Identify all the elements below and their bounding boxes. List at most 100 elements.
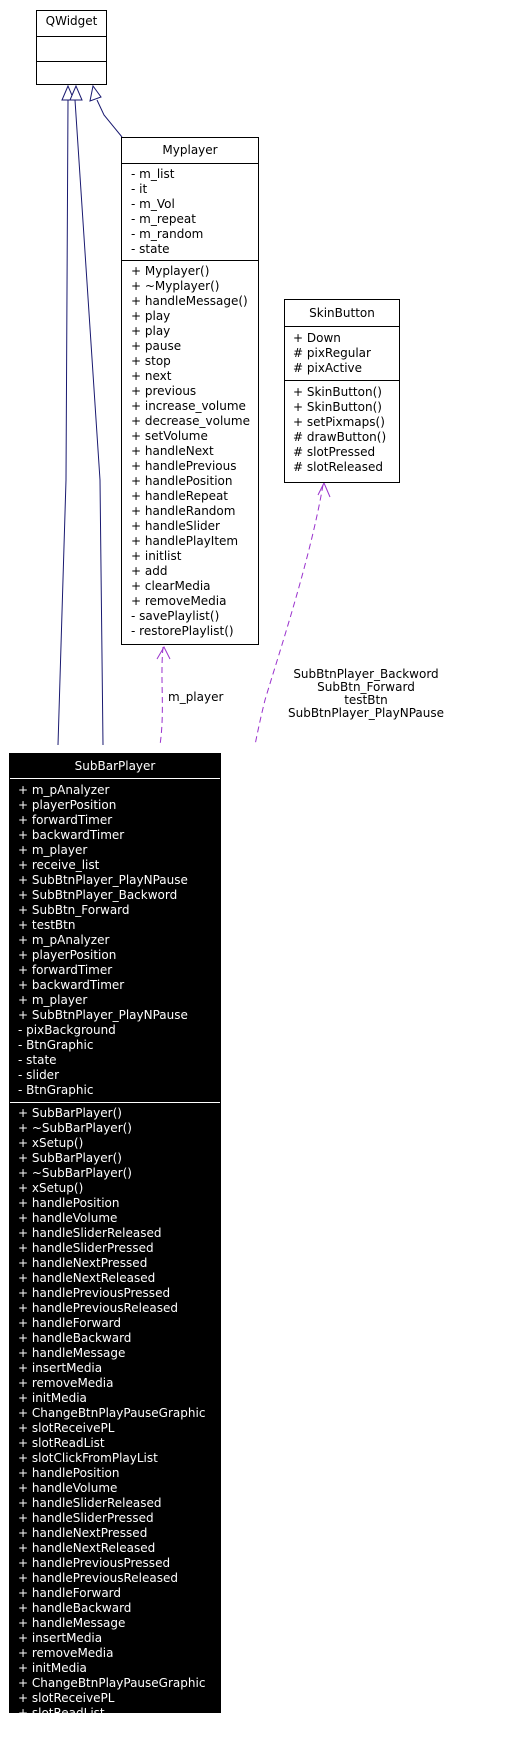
- method-row: + handlePosition: [18, 1466, 120, 1480]
- method-row: + handleForward: [18, 1586, 122, 1600]
- method-row: + removeMedia: [131, 594, 227, 608]
- method-row: + setVolume: [131, 429, 208, 443]
- usage-line-skinbutton: [254, 484, 324, 746]
- method-row: + ChangeBtnPlayPauseGraphic: [18, 1676, 206, 1690]
- method-row: + slotReadList: [18, 1706, 105, 1720]
- method-row: + slotClickFromPlayList: [18, 1721, 158, 1735]
- attribute-row: - m_random: [131, 227, 204, 241]
- method-row: + SkinButton(): [293, 385, 382, 399]
- method-row: + handleSliderPressed: [18, 1241, 154, 1255]
- attribute-row: + Down: [293, 331, 341, 345]
- method-row: + handleBackward: [18, 1331, 132, 1345]
- method-row: + handleNextReleased: [18, 1271, 156, 1285]
- method-row: + handleRepeat: [131, 489, 229, 503]
- attribute-row: + m_player: [18, 993, 88, 1007]
- class-title: SubBarPlayer: [74, 759, 156, 773]
- attribute-row: + backwardTimer: [18, 828, 125, 842]
- method-row: + handleSliderReleased: [18, 1496, 162, 1510]
- class-title: SkinButton: [309, 306, 375, 320]
- attribute-row: - state: [18, 1053, 57, 1067]
- attribute-row: + testBtn: [18, 918, 76, 932]
- method-row: + decrease_volume: [131, 414, 250, 428]
- attributes-section: + m_pAnalyzer+ playerPosition+ forwardTi…: [10, 778, 220, 1102]
- attributes-section: [37, 36, 106, 61]
- method-row: + handlePlayItem: [131, 534, 239, 548]
- method-row: + handlePosition: [131, 474, 233, 488]
- inheritance-arrowhead-2: [69, 84, 83, 101]
- method-row: + initMedia: [18, 1391, 87, 1405]
- method-row: # slotReleased: [293, 460, 384, 474]
- method-row: + ~Myplayer(): [131, 279, 220, 293]
- method-row: + play: [131, 324, 171, 338]
- method-row: + handleBackward: [18, 1601, 132, 1615]
- inheritance-line-subbarplayer-1: [57, 99, 69, 746]
- attributes-section: - m_list- it- m_Vol- m_repeat- m_random-…: [122, 163, 258, 260]
- class-title: Myplayer: [162, 143, 218, 157]
- method-row: + handlePreviousPressed: [18, 1286, 171, 1300]
- method-row: + SkinButton(): [293, 400, 382, 414]
- usage-arrowhead-skinbutton: [317, 481, 331, 498]
- edge-label-m-player: m_player: [168, 690, 224, 704]
- attribute-row: - slider: [18, 1068, 59, 1082]
- inheritance-arrowhead-3: [89, 84, 102, 102]
- methods-section: + SkinButton()+ SkinButton()+ setPixmaps…: [285, 380, 399, 478]
- method-row: + insertMedia: [18, 1361, 103, 1375]
- attribute-row: + m_pAnalyzer: [18, 783, 110, 797]
- attribute-row: + SubBtnPlayer_Backword: [18, 888, 178, 902]
- method-row: + ChangeBtnPlayPauseGraphic: [18, 1406, 206, 1420]
- method-row: + SubBarPlayer(): [18, 1106, 122, 1120]
- attribute-row: + forwardTimer: [18, 963, 113, 977]
- edge-label-line: SubBtnPlayer_Backword: [293, 667, 439, 681]
- method-row: + xSetup(): [18, 1136, 84, 1150]
- class-qwidget: QWidget: [36, 10, 107, 85]
- attribute-row: # pixActive: [293, 361, 363, 375]
- attribute-row: + playerPosition: [18, 798, 117, 812]
- method-row: + handlePreviousReleased: [18, 1301, 178, 1315]
- method-row: + handlePreviousPressed: [18, 1556, 171, 1570]
- method-row: + Myplayer(): [131, 264, 210, 278]
- method-row: + handleSliderPressed: [18, 1511, 154, 1525]
- attribute-row: - it: [131, 182, 148, 196]
- attribute-row: + forwardTimer: [18, 813, 113, 827]
- method-row: + stop: [131, 354, 171, 368]
- method-row: + initMedia: [18, 1661, 87, 1675]
- method-row: + slotClickFromPlayList: [18, 1451, 158, 1465]
- method-row: + increase_volume: [131, 399, 246, 413]
- method-row: + clearMedia: [131, 579, 211, 593]
- method-row: + SubBarPlayer(): [18, 1151, 122, 1165]
- attributes-section: + Down# pixRegular# pixActive: [285, 326, 399, 380]
- attribute-row: - pixBackground: [18, 1023, 116, 1037]
- attribute-row: - state: [131, 242, 170, 256]
- method-row: # drawButton(): [293, 430, 387, 444]
- attribute-row: - m_Vol: [131, 197, 175, 211]
- method-row: + slotReceivePL: [18, 1691, 115, 1705]
- attribute-row: - BtnGraphic: [18, 1038, 94, 1052]
- method-row: + handleForward: [18, 1316, 122, 1330]
- attribute-row: # pixRegular: [293, 346, 371, 360]
- methods-section: + Myplayer()+ ~Myplayer()+ handleMessage…: [122, 260, 258, 642]
- attribute-row: + playerPosition: [18, 948, 117, 962]
- method-row: + handleNextPressed: [18, 1256, 148, 1270]
- method-row: + add: [131, 564, 168, 578]
- method-row: + handleSliderReleased: [18, 1226, 162, 1240]
- attribute-row: - m_repeat: [131, 212, 196, 226]
- method-row: + handleMessage: [18, 1346, 126, 1360]
- method-row: + handleNextPressed: [18, 1526, 148, 1540]
- method-row: + handlePosition: [18, 1196, 120, 1210]
- method-row: + xSetup(): [18, 1181, 84, 1195]
- edge-label-line: SubBtn_Forward: [317, 680, 415, 694]
- method-row: - restorePlaylist(): [131, 624, 234, 638]
- edge-label-line: SubBtnPlayer_PlayNPause: [287, 706, 445, 720]
- edge-label-line: testBtn: [344, 693, 388, 707]
- attribute-row: + SubBtnPlayer_PlayNPause: [18, 873, 188, 887]
- method-row: + insertMedia: [18, 1631, 103, 1645]
- method-row: + handleVolume: [18, 1211, 118, 1225]
- method-row: + ~SubBarPlayer(): [18, 1121, 132, 1135]
- usage-line-m-player: [159, 646, 164, 746]
- method-row: + handleMessage: [18, 1616, 126, 1630]
- method-row: + ~SubBarPlayer(): [18, 1166, 132, 1180]
- method-row: + handlePreviousReleased: [18, 1571, 178, 1585]
- method-row: + handleNext: [131, 444, 214, 458]
- attribute-row: + m_pAnalyzer: [18, 933, 110, 947]
